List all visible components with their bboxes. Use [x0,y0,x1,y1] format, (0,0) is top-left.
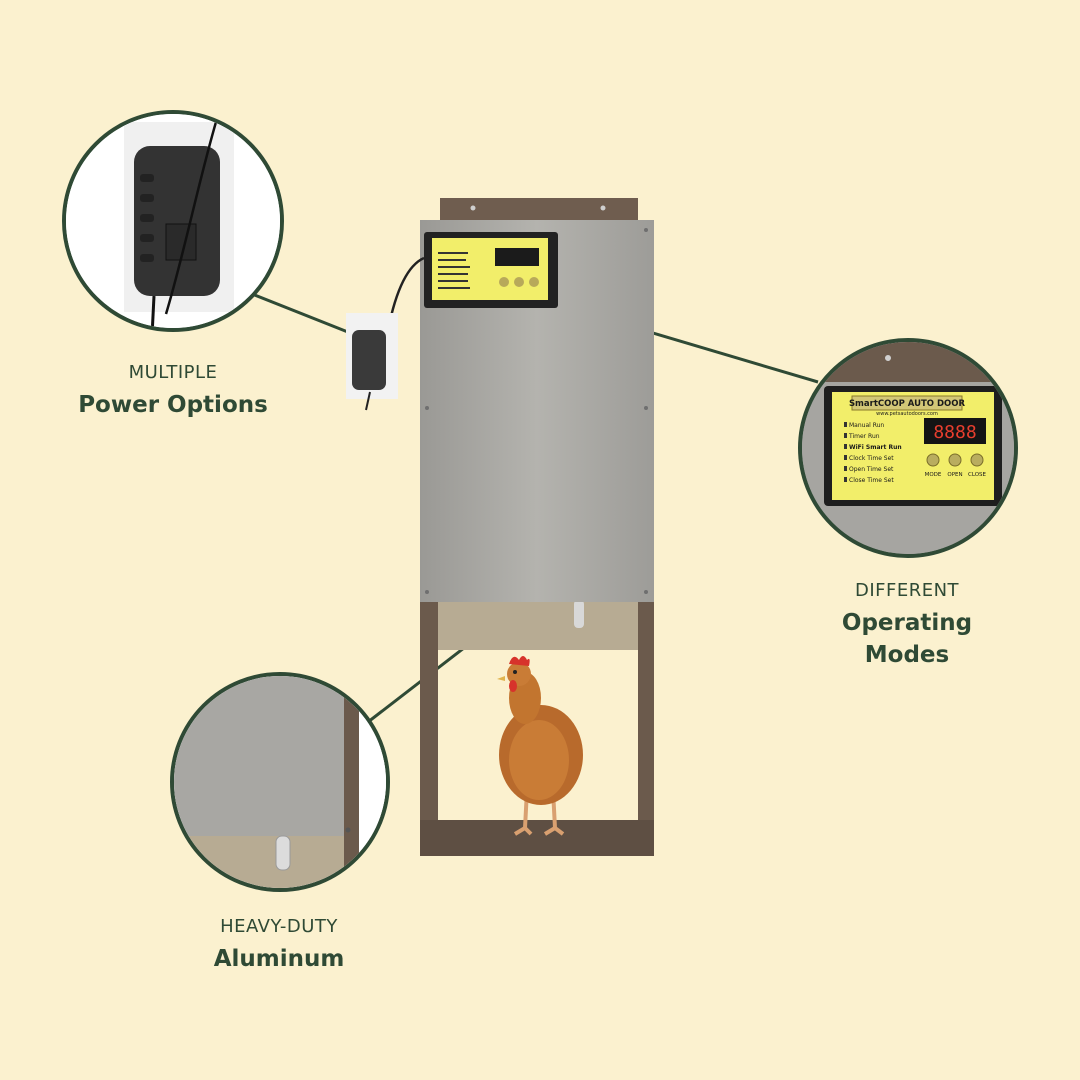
caption-aluminum-small: HEAVY-DUTY [220,916,338,937]
open-button [948,453,962,467]
svg-text:CLOSE: CLOSE [968,472,987,478]
door-latch-pin [574,600,584,628]
mode-list: Manual Run Timer Run WiFi Smart Run Cloc… [844,422,902,484]
caption-modes-big-2: Modes [864,642,950,668]
controller-zoom: SmartCOOP AUTO DOOR www.petsautodoors.co… [798,338,1018,558]
door-frame-bottom [420,820,654,856]
caption-operating-modes: DIFFERENT Operating Modes [794,580,1020,671]
chicken-icon [497,656,583,836]
door-frame-left [420,600,438,856]
door-top-cap [440,198,638,222]
power-adapter-icon [352,330,386,390]
mode-button [926,453,940,467]
door-lower-panel [438,600,638,650]
svg-text:WiFi Smart Run: WiFi Smart Run [849,444,902,451]
caption-modes-big-1: Operating [841,610,973,636]
power-adapter-zoom [62,110,284,332]
caption-power-small: MULTIPLE [128,362,218,383]
svg-text:Timer Run: Timer Run [848,433,880,440]
caption-power-options: MULTIPLE Power Options [60,362,286,421]
controller-brand: SmartCOOP AUTO DOOR [849,399,966,409]
caption-modes-small: DIFFERENT [854,580,960,601]
caption-aluminum-big: Aluminum [213,946,345,972]
svg-text:MODE: MODE [925,472,942,478]
controller-small-face [432,238,548,300]
door-frame-right [638,600,654,856]
led-display-value: 8888 [933,422,976,443]
svg-text:Open Time Set: Open Time Set [849,466,894,473]
controller-website: www.petsautodoors.com [876,411,938,417]
svg-text:Clock Time Set: Clock Time Set [849,455,894,462]
svg-text:Close Time Set: Close Time Set [849,477,894,484]
led-display-icon [924,418,986,444]
aluminum-zoom [170,672,390,892]
latch-pin [275,835,291,871]
caption-aluminum: HEAVY-DUTY Aluminum [166,916,392,975]
close-button [970,453,984,467]
caption-power-big: Power Options [78,392,268,418]
svg-text:Manual Run: Manual Run [849,422,884,429]
svg-text:OPEN: OPEN [947,472,962,478]
